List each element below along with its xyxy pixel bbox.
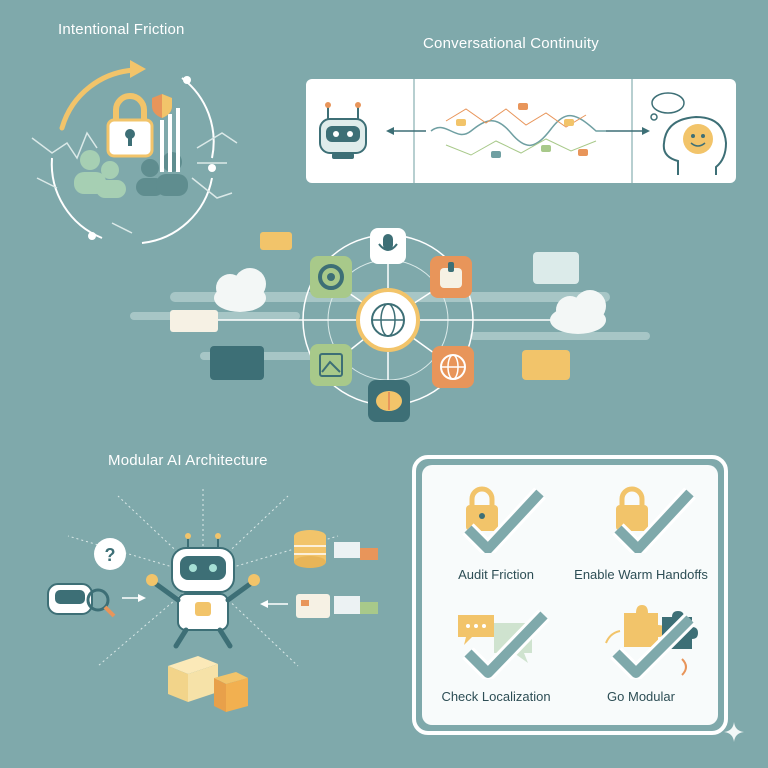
globe-node-icon (432, 346, 474, 388)
speech-bubbles-check-icon (458, 609, 550, 679)
continuity-panel (306, 79, 736, 183)
modular-illustration: ? (47, 486, 378, 712)
human-head-icon (650, 92, 728, 175)
hub-network-illustration (130, 228, 650, 422)
brain-node-icon (368, 380, 410, 422)
friction-illustration (31, 60, 238, 244)
svg-text:?: ? (105, 545, 116, 565)
continuity-flow (319, 79, 728, 183)
padlock-check-icon (612, 486, 696, 553)
gear-node-icon (310, 256, 352, 298)
checklist-item[interactable]: Audit Friction (426, 477, 566, 589)
sparkle-icon (724, 722, 744, 742)
modular-title: Modular AI Architecture (108, 452, 268, 469)
enable-warm-handoffs-label: Enable Warm Handoffs (574, 567, 708, 582)
image-node-icon (310, 344, 352, 386)
friction-title: Intentional Friction (58, 21, 185, 38)
checklist-item[interactable]: Enable Warm Handoffs (566, 477, 716, 589)
chatbot-robot-icon (319, 102, 367, 159)
robot-node-icon (430, 256, 472, 298)
microphone-node-icon (370, 228, 406, 264)
padlock-check-icon (462, 486, 546, 553)
audit-friction-label: Audit Friction (458, 567, 534, 582)
checklist-panel: Audit Friction Enable Warm Handoffs Chec… (412, 455, 728, 735)
check-localization-label: Check Localization (441, 689, 551, 704)
continuity-title: Conversational Continuity (423, 35, 599, 52)
go-modular-label: Go Modular (607, 689, 675, 704)
checklist-item[interactable]: Go Modular (566, 599, 716, 711)
checklist-item[interactable]: Check Localization (426, 599, 566, 711)
puzzle-check-icon (605, 605, 698, 679)
